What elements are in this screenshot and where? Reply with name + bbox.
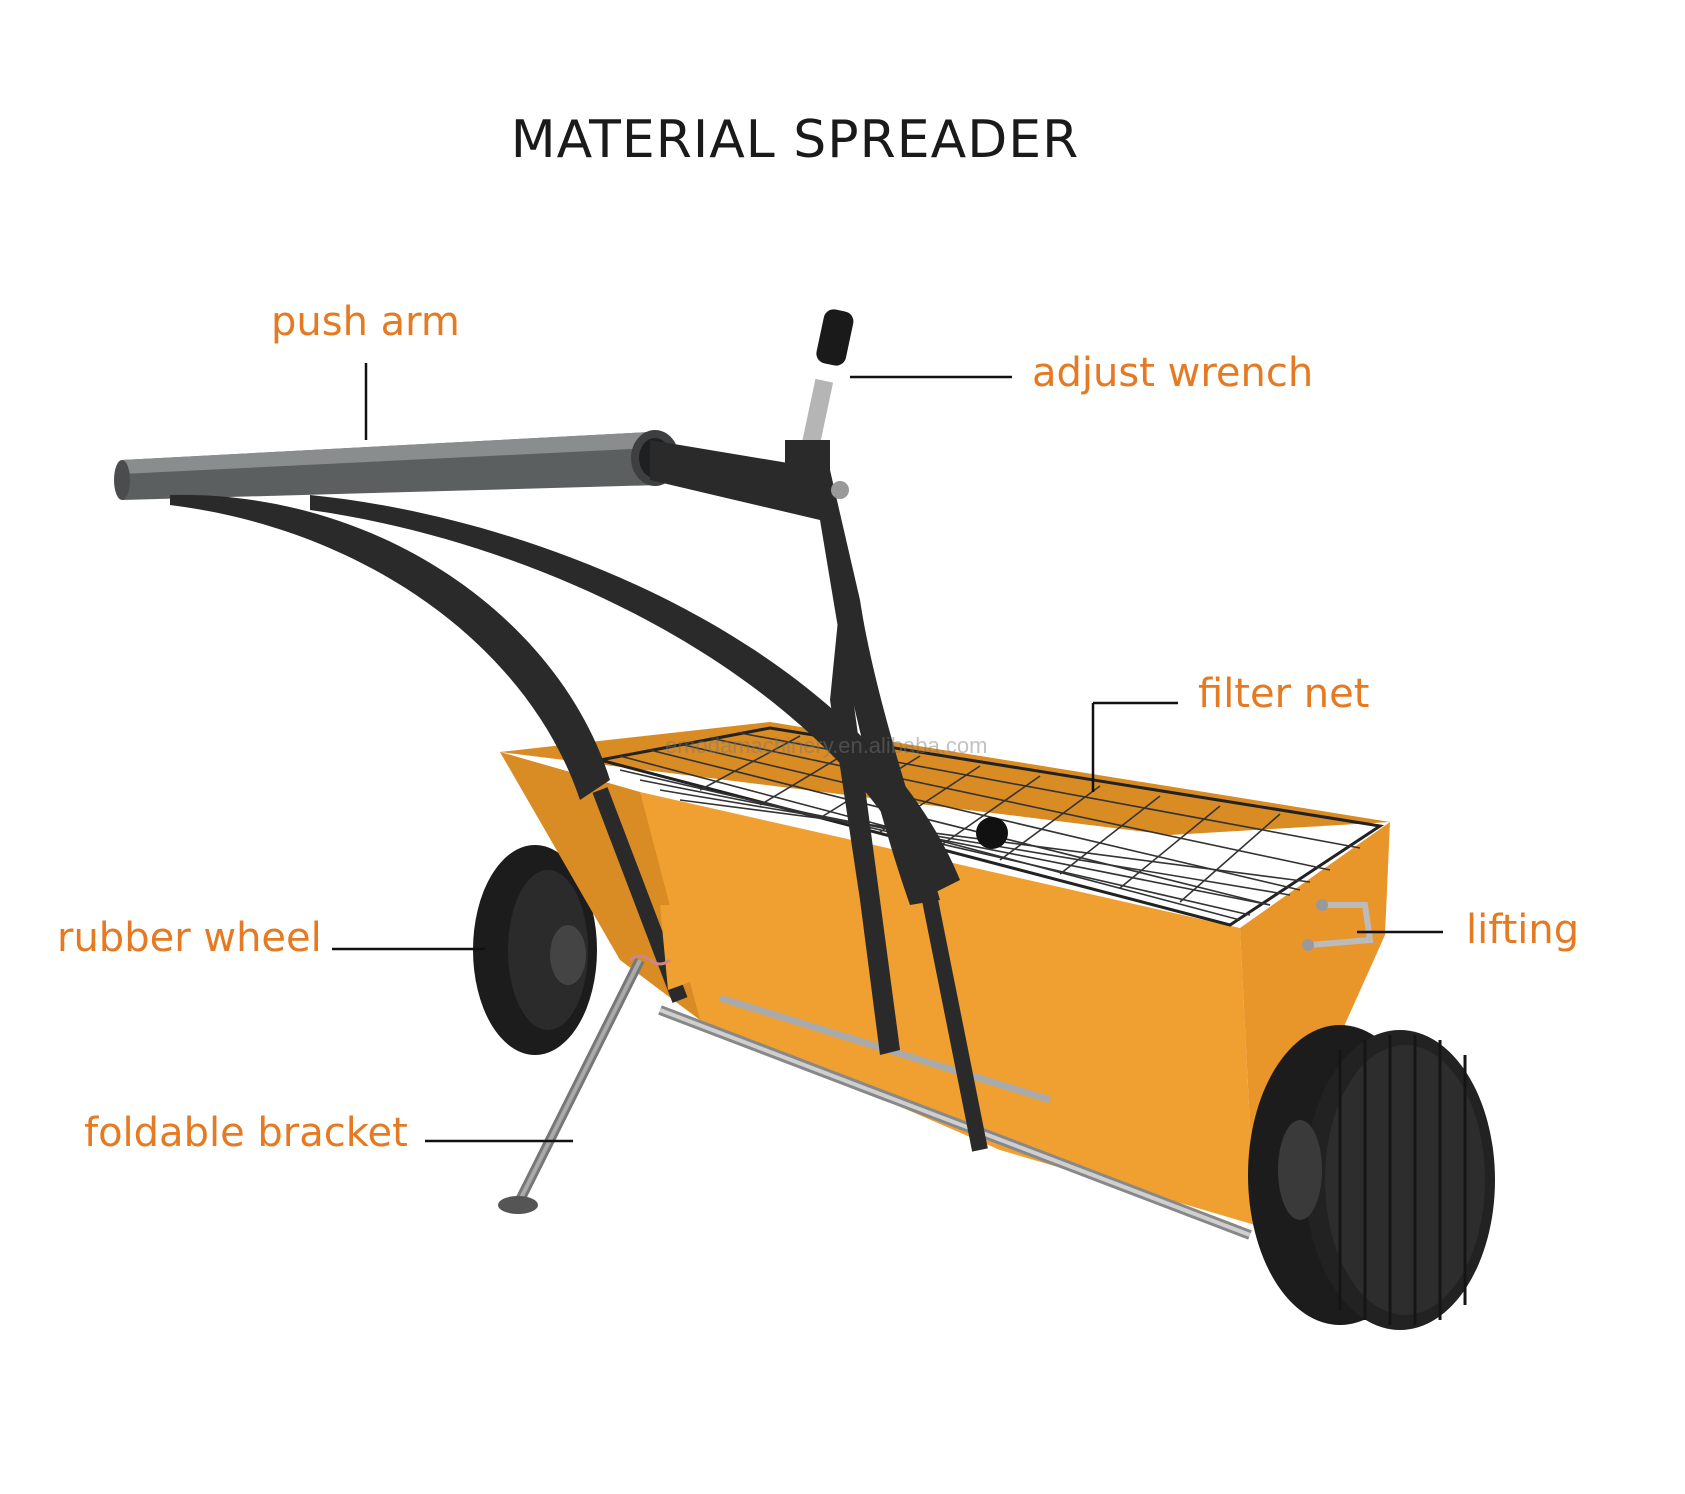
adjust-knob-graphic bbox=[976, 817, 1008, 849]
watermark-text: emodamachinery.en.alibaba.com bbox=[665, 733, 988, 758]
right-rubber-wheel-graphic bbox=[1248, 1025, 1495, 1330]
hopper-inner-wall bbox=[500, 722, 1390, 835]
label-foldable-bracket: foldable bracket bbox=[84, 1110, 408, 1156]
label-filter-net: filter net bbox=[1198, 671, 1370, 717]
adjust-wrench-graphic bbox=[785, 309, 854, 499]
left-rubber-wheel-graphic bbox=[473, 845, 597, 1055]
foldable-bracket-graphic bbox=[498, 905, 710, 1214]
label-push-arm: push arm bbox=[271, 299, 460, 345]
label-adjust-wrench: adjust wrench bbox=[1032, 350, 1314, 396]
hopper-left-end bbox=[500, 752, 700, 1020]
frame-arms bbox=[170, 440, 960, 1055]
label-lifting: lifting bbox=[1466, 907, 1580, 953]
lifting-handle-graphic bbox=[1302, 899, 1374, 951]
page-title: MATERIAL SPREADER bbox=[510, 110, 1080, 170]
label-rubber-wheel: rubber wheel bbox=[57, 915, 322, 961]
push-arm-graphic bbox=[114, 430, 679, 500]
leader-lines bbox=[332, 363, 1443, 1143]
